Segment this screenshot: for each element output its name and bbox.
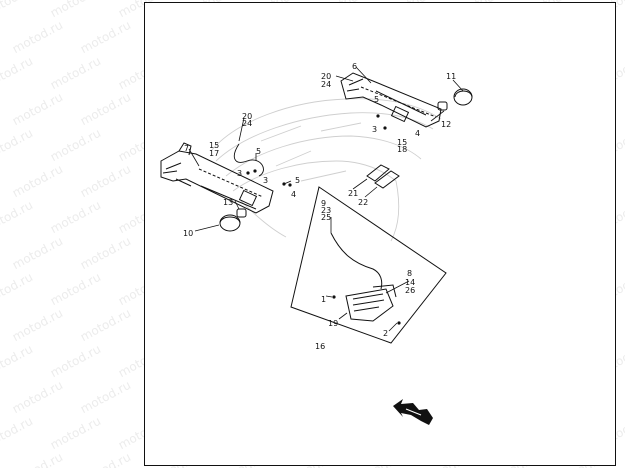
watermark-text: motod.ru	[77, 233, 134, 273]
callout-11: 11	[446, 72, 456, 81]
wiring-harness-left	[233, 143, 264, 177]
callout-17: 17	[209, 149, 219, 158]
callout-23: 23	[321, 206, 331, 215]
callout-2: 2	[383, 329, 388, 338]
callout-16: 16	[315, 342, 325, 351]
watermark-text: motod.ru	[77, 305, 134, 345]
callout-5: 5	[256, 147, 261, 156]
watermark-text: motod.ru	[9, 233, 66, 273]
watermark-text: motod.ru	[9, 89, 66, 129]
callout-25: 25	[321, 213, 331, 222]
parts-diagram-frame: 1 2 3 3 3 4 4 5 5 5 6 7 8 9 10 11 12 13 …	[144, 2, 616, 466]
callout-26: 26	[405, 286, 415, 295]
callout-22: 22	[358, 198, 368, 207]
callout-labels: 1 2 3 3 3 4 4 5 5 5 6 7 8 9 10 11 12 13 …	[183, 62, 456, 351]
watermark-text: motod.ru	[77, 377, 134, 417]
callout-18: 18	[397, 145, 407, 154]
turn-signal-lamp-right	[453, 88, 473, 106]
watermark-text: motod.ru	[47, 413, 104, 453]
reflector-22	[374, 170, 400, 189]
callout-8: 8	[407, 269, 412, 278]
watermark-text: motod.ru	[47, 53, 104, 93]
callout-24: 24	[242, 119, 252, 128]
callout-3: 3	[237, 169, 242, 178]
callout-5: 5	[295, 176, 300, 185]
license-plate-assembly-box	[290, 186, 447, 344]
watermark-text: motod.ru	[47, 341, 104, 381]
exploded-parts-diagram: 1 2 3 3 3 4 4 5 5 5 6 7 8 9 10 11 12 13 …	[160, 62, 473, 425]
left-turn-signal-bracket	[160, 142, 274, 214]
watermark-text: motod.ru	[77, 161, 134, 201]
rubber-grommet-12	[437, 101, 448, 111]
watermark-text: motod.ru	[47, 0, 104, 21]
leader-lines	[188, 66, 464, 332]
callout-20: 20	[242, 112, 252, 121]
watermark-text: motod.ru	[77, 89, 134, 129]
callout-15: 15	[397, 138, 407, 147]
callout-15: 15	[209, 141, 219, 150]
watermark-text: motod.ru	[0, 341, 36, 381]
watermark-text: motod.ru	[78, 450, 133, 468]
callout-20: 20	[321, 72, 331, 81]
watermark-text: motod.ru	[9, 305, 66, 345]
callout-6: 6	[352, 62, 357, 71]
callout-1: 1	[321, 295, 326, 304]
turn-signal-lamp-left	[219, 214, 241, 232]
small-hardware	[246, 114, 401, 325]
watermark-text: motod.ru	[0, 0, 36, 21]
reflector-21	[366, 164, 390, 182]
watermark-text: motod.ru	[0, 413, 36, 453]
watermark-text: motod.ru	[0, 125, 36, 165]
watermark-text: motod.ru	[10, 450, 65, 468]
watermark-text: motod.ru	[9, 17, 66, 57]
callout-4: 4	[415, 129, 420, 138]
rear-fender-outline	[210, 98, 442, 242]
callout-7: 7	[184, 144, 189, 153]
watermark-text: motod.ru	[9, 377, 66, 417]
watermark-text: motod.ru	[47, 125, 104, 165]
callout-24: 24	[321, 80, 331, 89]
watermark-text: motod.ru	[47, 197, 104, 237]
callout-12: 12	[441, 120, 451, 129]
callout-5: 5	[374, 95, 379, 104]
callout-3: 3	[263, 176, 268, 185]
callout-21: 21	[348, 189, 358, 198]
watermark-text: motod.ru	[77, 17, 134, 57]
watermark-text: motod.ru	[0, 53, 36, 93]
right-turn-signal-bracket	[340, 72, 442, 128]
watermark-text: motod.ru	[9, 161, 66, 201]
rubber-grommet-13	[236, 208, 247, 218]
callout-19: 19	[328, 319, 338, 328]
callout-14: 14	[405, 278, 415, 287]
watermark-text: motod.ru	[0, 197, 36, 237]
license-light-assembly	[330, 232, 397, 322]
callout-9: 9	[321, 199, 326, 208]
watermark-text: motod.ru	[0, 269, 36, 309]
front-direction-arrow-icon	[393, 399, 433, 425]
watermark-text: motod.ru	[47, 269, 104, 309]
callout-3: 3	[372, 125, 377, 134]
callout-10: 10	[183, 229, 193, 238]
callout-4: 4	[291, 190, 296, 199]
callout-13: 13	[223, 198, 233, 207]
